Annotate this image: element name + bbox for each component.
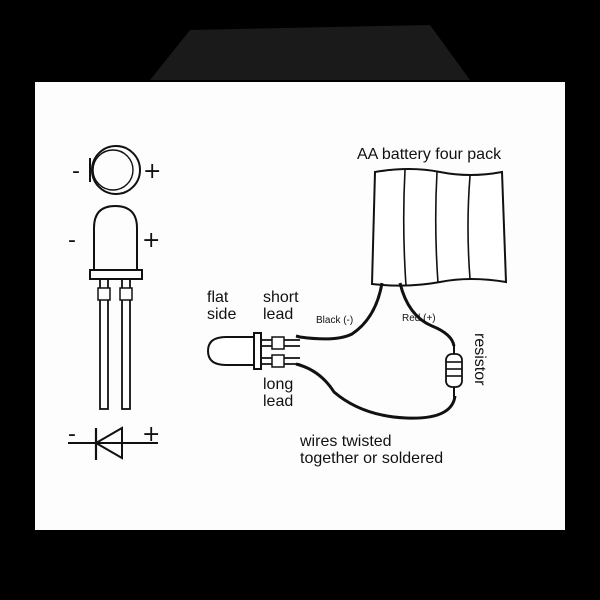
led-side-dome bbox=[93, 204, 138, 270]
battery-divider-2 bbox=[434, 171, 439, 284]
battery-divider-1 bbox=[402, 169, 407, 287]
led-schematic-symbol: - + bbox=[68, 422, 160, 460]
led-schematic-minus: - bbox=[68, 422, 76, 447]
background-shadow bbox=[150, 25, 470, 80]
led-top-view: - + bbox=[72, 145, 161, 195]
led-top-minus: - bbox=[72, 159, 80, 184]
return-wire bbox=[295, 362, 457, 420]
black-wire-label: Black (-) bbox=[316, 315, 353, 326]
led-schematic-plus: + bbox=[142, 422, 160, 447]
led-side-rim bbox=[89, 269, 143, 280]
led-anode-band bbox=[119, 287, 133, 301]
circuit-led-rim bbox=[253, 332, 262, 370]
red-wire-label: Red (+) bbox=[402, 313, 436, 324]
led-top-inner-circle bbox=[92, 149, 134, 191]
led-side-view: - + bbox=[68, 204, 160, 410]
flat-side-label-line1: flat bbox=[207, 289, 229, 306]
long-lead-label-line1: long bbox=[263, 376, 293, 393]
short-lead-label-line2: lead bbox=[263, 306, 293, 323]
led-cathode-band bbox=[97, 287, 111, 301]
circuit-led bbox=[206, 332, 300, 370]
led-top-plus: + bbox=[143, 159, 161, 184]
battery-label: AA battery four pack bbox=[357, 146, 502, 163]
black-wire bbox=[295, 282, 384, 341]
red-wire bbox=[398, 282, 456, 347]
led-anode-leg bbox=[121, 278, 131, 410]
resistor bbox=[445, 344, 463, 398]
resistor-label: resistor bbox=[471, 333, 488, 386]
circuit-led-dome bbox=[206, 336, 254, 366]
long-lead-label-line2: lead bbox=[263, 393, 293, 410]
circuit-led-short-band bbox=[271, 336, 285, 350]
twisted-note-line1: wires twisted bbox=[299, 433, 392, 450]
led-side-plus: + bbox=[142, 228, 160, 253]
short-lead-label-line1: short bbox=[263, 289, 299, 306]
battery-pack bbox=[370, 168, 508, 287]
led-top-outer-circle bbox=[91, 145, 141, 195]
battery-divider-3 bbox=[467, 175, 471, 280]
led-cathode-leg bbox=[99, 278, 109, 410]
resistor-body bbox=[445, 353, 463, 388]
battery-pack-body bbox=[370, 168, 508, 287]
paper-sheet bbox=[35, 82, 565, 530]
led-schematic-triangle bbox=[93, 426, 123, 460]
flat-side-label-line2: side bbox=[207, 306, 236, 323]
twisted-note-line2: together or soldered bbox=[300, 450, 443, 467]
led-side-minus: - bbox=[68, 228, 76, 253]
circuit-led-long-band bbox=[271, 354, 285, 368]
